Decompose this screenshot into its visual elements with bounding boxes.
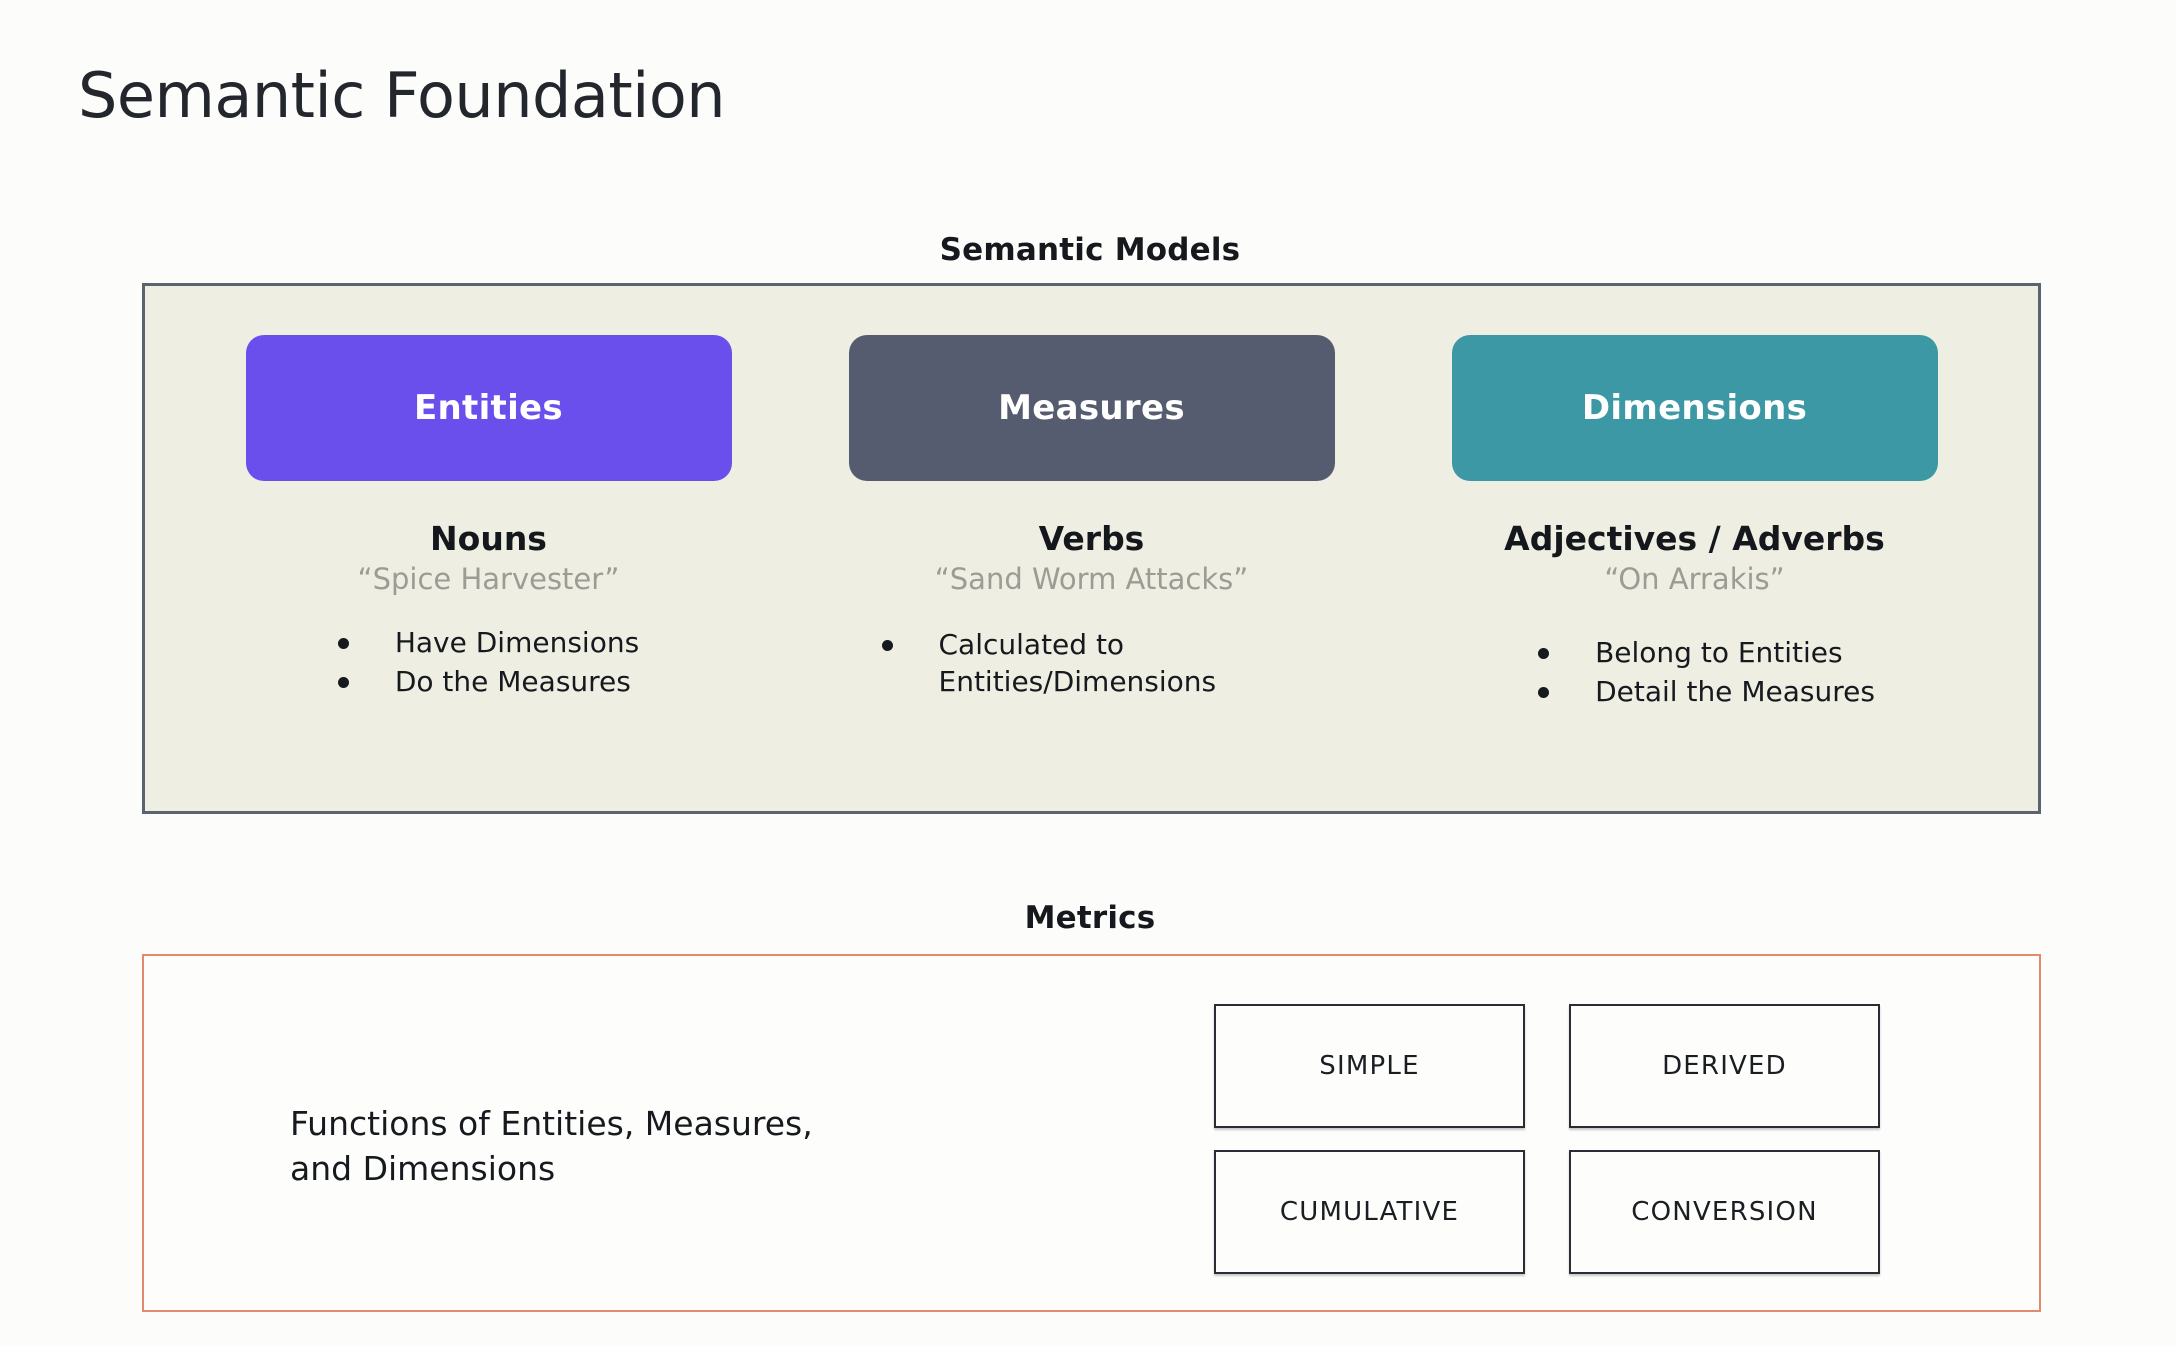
metric-type-simple[interactable]: SIMPLE <box>1214 1004 1525 1128</box>
list-item: Calculated to Entities/Dimensions <box>881 626 1302 700</box>
bullet-dot-icon <box>337 677 349 689</box>
bullet-dot-icon <box>337 638 349 649</box>
bullet-dot-icon <box>1538 687 1550 699</box>
metric-type-conversion[interactable]: CONVERSION <box>1569 1150 1880 1274</box>
metrics-panel: Functions of Entities, Measures, and Dim… <box>142 954 2041 1312</box>
metric-type-cumulative[interactable]: CUMULATIVE <box>1214 1150 1525 1274</box>
measures-bullet-list: Calculated to Entities/Dimensions <box>881 626 1302 702</box>
semantic-column-measures: Measures Verbs “Sand Worm Attacks” Calcu… <box>790 335 1393 811</box>
list-item-label: Calculated to Entities/Dimensions <box>938 628 1217 699</box>
list-item: Do the Measures <box>337 663 639 700</box>
dimensions-example: “On Arrakis” <box>1604 562 1785 596</box>
dimensions-bullet-list: Belong to Entities Detail the Measures <box>1538 634 1875 712</box>
metrics-description-line-2: and Dimensions <box>290 1148 556 1188</box>
semantic-models-header: Semantic Models <box>939 232 1241 268</box>
measures-example: “Sand Worm Attacks” <box>934 562 1249 596</box>
dimensions-pill[interactable]: Dimensions <box>1451 335 1938 481</box>
metric-type-derived[interactable]: DERIVED <box>1569 1004 1880 1128</box>
metrics-description-line-1: Functions of Entities, Measures, <box>290 1104 813 1143</box>
measures-part-of-speech: Verbs <box>1038 519 1145 558</box>
list-item: Detail the Measures <box>1538 673 1875 710</box>
page-title: Semantic Foundation <box>78 59 726 132</box>
list-item: Belong to Entities <box>1538 634 1875 671</box>
entities-bullet-list: Have Dimensions Do the Measures <box>337 624 640 702</box>
semantic-models-columns: Entities Nouns “Spice Harvester” Have Di… <box>145 286 2038 811</box>
list-item-label: Belong to Entities <box>1595 636 1843 669</box>
entities-example: “Spice Harvester” <box>357 562 620 596</box>
semantic-models-panel: Entities Nouns “Spice Harvester” Have Di… <box>142 283 2041 814</box>
entities-pill[interactable]: Entities <box>245 335 732 481</box>
list-item-label: Do the Measures <box>394 665 631 699</box>
list-item-label: Detail the Measures <box>1595 675 1875 709</box>
list-item: Have Dimensions <box>337 624 640 661</box>
metric-type-grid: SIMPLE DERIVED CUMULATIVE CONVERSION <box>1214 1004 1880 1274</box>
semantic-column-entities: Entities Nouns “Spice Harvester” Have Di… <box>187 335 790 811</box>
semantic-column-dimensions: Dimensions Adjectives / Adverbs “On Arra… <box>1393 335 1996 811</box>
metrics-description: Functions of Entities, Measures, and Dim… <box>290 1102 1010 1191</box>
metrics-header: Metrics <box>1024 900 1156 936</box>
entities-part-of-speech: Nouns <box>430 519 547 558</box>
measures-pill[interactable]: Measures <box>848 335 1335 481</box>
bullet-dot-icon <box>881 640 893 651</box>
dimensions-part-of-speech: Adjectives / Adverbs <box>1504 519 1885 558</box>
bullet-dot-icon <box>1538 648 1550 659</box>
list-item-label: Have Dimensions <box>394 626 640 659</box>
